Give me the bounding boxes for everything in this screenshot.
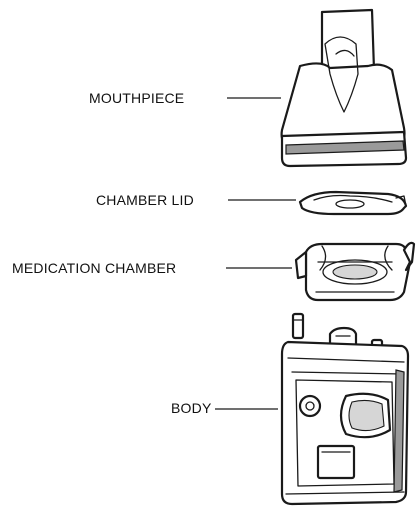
medication-chamber-part	[296, 243, 414, 300]
mouthpiece-part	[282, 10, 406, 166]
medication-chamber-label: MEDICATION CHAMBER	[12, 260, 176, 276]
mouthpiece-label: MOUTHPIECE	[89, 90, 184, 106]
chamber-lid-part	[300, 192, 406, 214]
body-label: BODY	[171, 400, 212, 416]
body-part	[282, 314, 408, 504]
chamber-lid-label: CHAMBER LID	[96, 192, 194, 208]
